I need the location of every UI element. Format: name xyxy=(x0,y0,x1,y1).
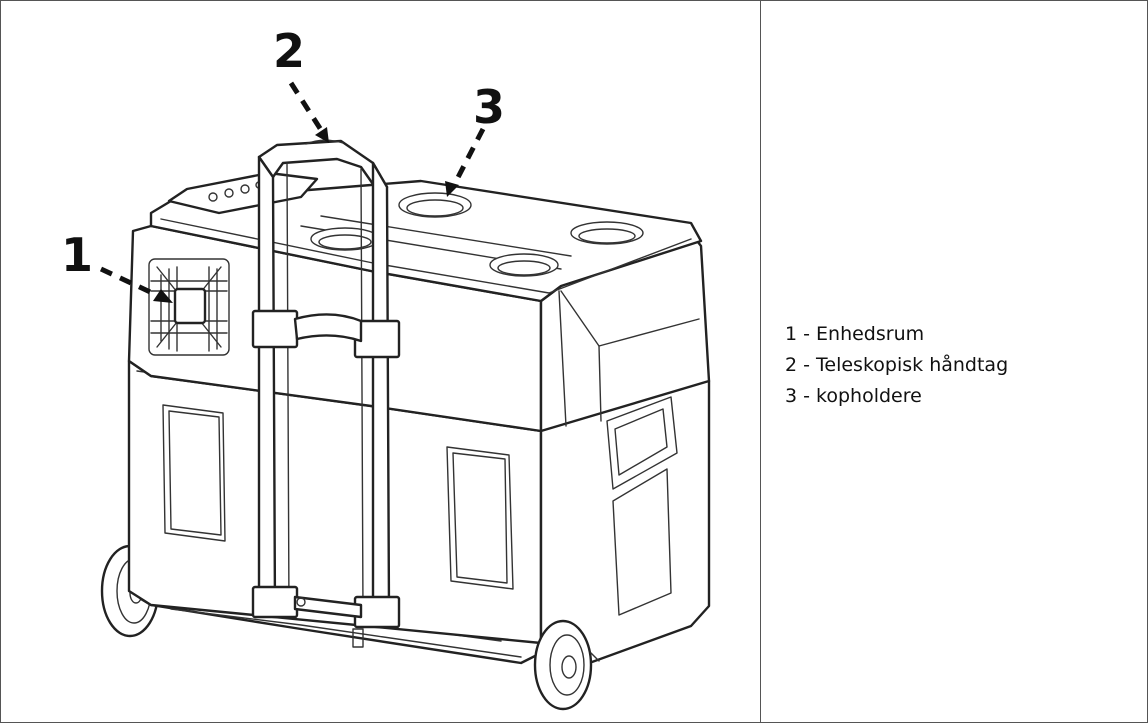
cooler-illustration: 1 2 3 xyxy=(61,24,711,711)
arrowhead-3 xyxy=(445,181,459,197)
callout-arrow-2 xyxy=(288,81,326,135)
callout-number-3: 3 xyxy=(473,80,505,134)
figure-cell: 1 2 3 xyxy=(1,1,760,722)
callout-number-1: 1 xyxy=(61,228,93,282)
arrowhead-1 xyxy=(153,289,173,303)
cell-divider xyxy=(760,0,761,723)
side-recesses xyxy=(162,404,514,590)
legend-item-telescopic-handle: 2 - Teleskopisk håndtag xyxy=(785,354,1009,376)
legend-item-cup-holders: 3 - kopholdere xyxy=(785,385,922,407)
callout-arrow-1 xyxy=(99,266,163,300)
side-handle xyxy=(606,396,678,616)
right-wheel xyxy=(533,619,600,711)
arrowhead-2 xyxy=(315,127,329,143)
legend-list: 1 - Enhedsrum 2 - Teleskopisk håndtag 3 … xyxy=(785,319,1008,412)
legend-item-unit-compartment: 1 - Enhedsrum xyxy=(785,323,925,345)
callout-number-2: 2 xyxy=(273,24,305,78)
legend-cell: 1 - Enhedsrum 2 - Teleskopisk håndtag 3 … xyxy=(761,1,1147,722)
vent-grille xyxy=(148,258,230,356)
telescopic-handle xyxy=(251,139,401,629)
callout-arrow-3 xyxy=(450,127,486,189)
